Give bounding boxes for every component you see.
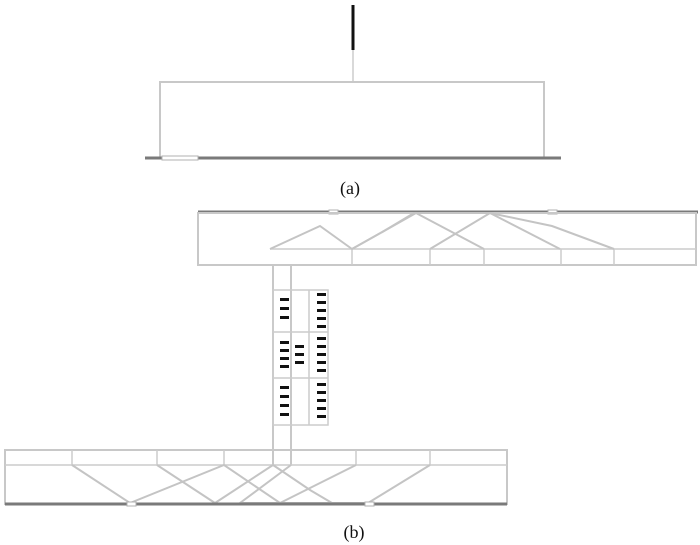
component-pad (317, 369, 326, 372)
feed-port-a (161, 155, 199, 161)
component-pad (317, 309, 326, 312)
component-pad (317, 399, 326, 402)
component-pad (317, 345, 326, 348)
component-pad (317, 361, 326, 364)
component-pad (295, 345, 304, 348)
component-pad (280, 395, 289, 398)
upper-wire-1 (269, 211, 485, 251)
feed-port-lower-2 (364, 501, 375, 507)
panel-b-label: (b) (344, 522, 365, 543)
component-pad (317, 317, 326, 320)
feed-port-lower-1 (126, 501, 137, 507)
component-pad (317, 391, 326, 394)
component-pads (280, 293, 326, 418)
component-pad (317, 293, 326, 296)
lower-wire-1 (71, 463, 357, 505)
lower-structure (4, 449, 508, 507)
column-box (272, 289, 329, 426)
component-pad (295, 353, 304, 356)
component-pad (280, 341, 289, 344)
upper-structure (197, 209, 698, 266)
component-pad (280, 404, 289, 407)
component-pad (317, 301, 326, 304)
component-pad (317, 325, 326, 328)
component-pad (280, 316, 289, 319)
component-pad (280, 298, 289, 301)
component-pad (280, 357, 289, 360)
upper-wire-2 (351, 212, 615, 250)
feed-column (272, 265, 329, 465)
component-pad (295, 361, 304, 364)
component-pad (317, 407, 326, 410)
component-pad (317, 337, 326, 340)
component-pad (280, 386, 289, 389)
lower-wire-4 (272, 464, 333, 504)
component-pad (280, 349, 289, 352)
top-loaded-plate (159, 81, 545, 159)
component-pad (317, 353, 326, 356)
lower-wire-3 (236, 464, 431, 504)
panel-a-label: (a) (340, 178, 360, 199)
component-pad (280, 365, 289, 368)
upper-wire-3 (429, 211, 561, 250)
component-pad (280, 307, 289, 310)
panel-b: (b) (4, 209, 698, 543)
component-pad (317, 415, 326, 418)
component-pad (317, 383, 326, 386)
component-pad (280, 413, 289, 416)
panel-a: (a) (145, 5, 561, 199)
